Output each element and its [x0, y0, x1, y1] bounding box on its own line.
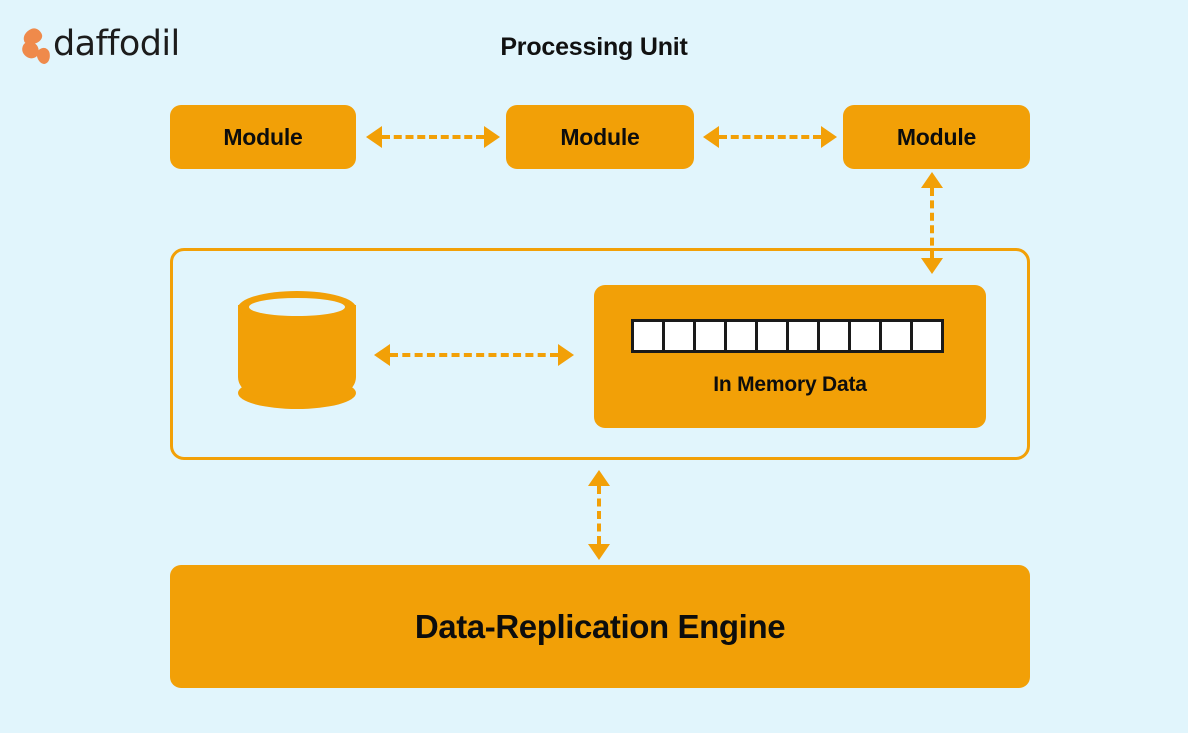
in-memory-data-label: In Memory Data — [713, 373, 867, 396]
memory-cell — [758, 322, 789, 350]
arrow-head-down-icon — [921, 258, 943, 274]
arrow-head-left-icon — [703, 126, 719, 148]
page-title: Processing Unit — [500, 33, 688, 61]
memory-cell-row — [631, 319, 944, 353]
memory-cell — [820, 322, 851, 350]
arrow-line — [382, 135, 484, 139]
arrow-module1-module2-icon — [366, 126, 500, 148]
memory-cell — [851, 322, 882, 350]
arrow-head-left-icon — [374, 344, 390, 366]
cylinder-top-hole — [249, 298, 345, 316]
memory-cell — [913, 322, 941, 350]
memory-cell — [882, 322, 913, 350]
storage-layer-container — [170, 248, 1030, 460]
arrow-head-down-icon — [588, 544, 610, 560]
arrow-module3-storage-icon — [921, 172, 943, 274]
arrow-line — [930, 188, 934, 258]
arrow-module2-module3-icon — [703, 126, 837, 148]
in-memory-data-block[interactable]: In Memory Data — [594, 285, 986, 428]
cylinder-top-ring — [238, 291, 356, 325]
arrow-head-left-icon — [366, 126, 382, 148]
arrow-head-right-icon — [484, 126, 500, 148]
memory-cell — [696, 322, 727, 350]
memory-cell — [789, 322, 820, 350]
arrow-line — [390, 353, 558, 357]
arrow-head-right-icon — [558, 344, 574, 366]
data-replication-engine-box[interactable]: Data-Replication Engine — [170, 565, 1030, 688]
brand-logo: daffodil — [19, 22, 180, 66]
module-box-1[interactable]: Module — [170, 105, 356, 169]
arrow-head-up-icon — [921, 172, 943, 188]
arrow-storage-engine-icon — [588, 470, 610, 560]
arrow-database-memory-icon — [374, 344, 574, 366]
memory-cell — [665, 322, 696, 350]
brand-name: daffodil — [53, 23, 180, 64]
arrow-line — [597, 486, 601, 544]
arrow-head-right-icon — [821, 126, 837, 148]
memory-cell — [727, 322, 758, 350]
module-box-2[interactable]: Module — [506, 105, 694, 169]
arrow-line — [719, 135, 821, 139]
memory-cell — [634, 322, 665, 350]
module-box-3[interactable]: Module — [843, 105, 1030, 169]
arrow-head-up-icon — [588, 470, 610, 486]
database-cylinder-icon[interactable] — [238, 291, 356, 411]
